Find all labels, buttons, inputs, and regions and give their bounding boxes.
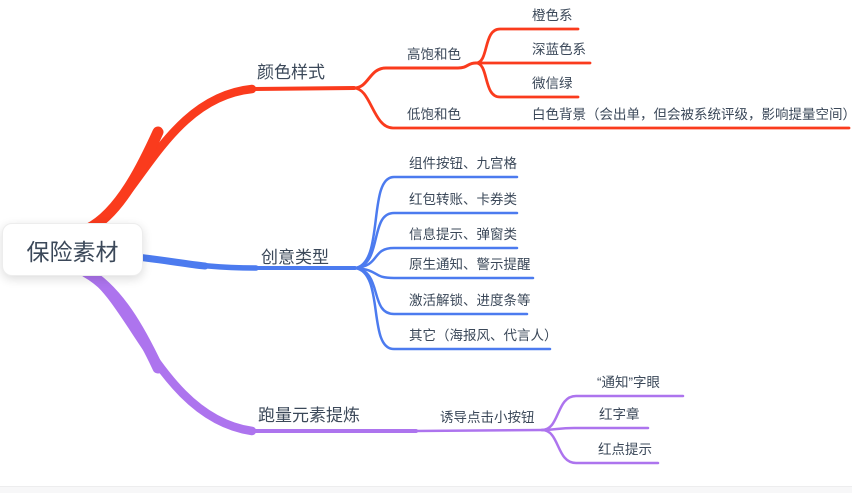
- root-node-label: 保险素材: [26, 238, 119, 265]
- edge-root-to-volume-elements-taper: [80, 266, 164, 374]
- node-red-dot-hint[interactable]: 红点提示: [598, 442, 652, 457]
- node-creative-type[interactable]: 创意类型: [261, 248, 329, 267]
- node-red-packet-cards[interactable]: 红包转账、卡券类: [409, 192, 517, 207]
- edge-to-wechat-green: [474, 61, 580, 99]
- edge-to-red-dot-hint: [540, 428, 660, 465]
- node-high-saturation[interactable]: 高饱和色: [407, 47, 461, 62]
- edge-color-style-underline: [248, 86, 356, 91]
- node-component-buttons[interactable]: 组件按钮、九宫格: [409, 156, 517, 171]
- node-wechat-green[interactable]: 微信绿: [532, 76, 573, 91]
- root-node-insurance-materials[interactable]: 保险素材: [2, 223, 143, 276]
- node-others-poster[interactable]: 其它（海报风、代言人）: [409, 328, 558, 343]
- node-native-notification[interactable]: 原生通知、警示提醒: [409, 257, 531, 272]
- edge-to-red-packet: [353, 211, 519, 270]
- node-red-text-stamp[interactable]: 红字章: [599, 407, 640, 422]
- node-dark-blue-series[interactable]: 深蓝色系: [532, 42, 586, 57]
- edge-root-to-color-style-taper: [82, 126, 164, 235]
- edge-to-red-text-stamp: [540, 426, 650, 432]
- edge-to-low-saturation-and-white-bg: [352, 86, 851, 130]
- node-induce-click-button[interactable]: 诱导点击小按钮: [440, 410, 535, 425]
- node-low-saturation[interactable]: 低饱和色: [407, 107, 461, 122]
- node-orange-series[interactable]: 橙色系: [532, 8, 573, 23]
- node-color-style[interactable]: 颜色样式: [257, 63, 325, 82]
- edge-to-others-poster: [353, 266, 552, 351]
- edge-to-induce-click-button: [412, 428, 544, 433]
- edge-to-info-popup: [353, 246, 519, 270]
- canvas-bottom-edge: [0, 486, 852, 493]
- edge-root-to-creative-type-taper: [132, 253, 209, 270]
- node-notification-wording[interactable]: “通知”字眼: [597, 375, 660, 390]
- node-volume-elements[interactable]: 跑量元素提炼: [258, 406, 360, 425]
- node-unlock-progress[interactable]: 激活解锁、进度条等: [409, 293, 531, 308]
- node-white-background[interactable]: 白色背景（会出单，但会被系统评级，影响提量空间）: [532, 107, 852, 122]
- node-info-popup[interactable]: 信息提示、弹窗类: [409, 227, 517, 242]
- edge-to-high-saturation: [352, 61, 478, 90]
- edge-to-component-buttons: [353, 175, 519, 270]
